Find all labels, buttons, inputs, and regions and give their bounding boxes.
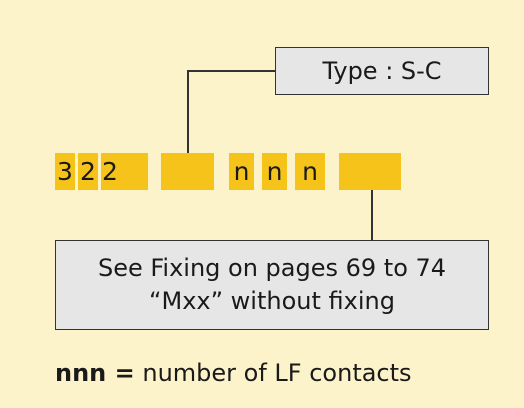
code-segment-digit: 3 [55,153,75,190]
legend: nnn = number of LF contacts [55,358,412,388]
code-segment-n: n [262,153,287,190]
legend-term: nnn = [55,359,135,387]
type-connector-vertical [187,70,189,153]
code-segment-digit: 2 [101,153,148,190]
legend-definition: number of LF contacts [134,359,412,387]
fixing-connector-vertical [371,190,373,240]
code-segment-n: n [295,153,325,190]
fixing-note-line2: “Mxx” without fixing [149,287,395,315]
code-segment-blank [161,153,214,190]
fixing-note-line1: See Fixing on pages 69 to 74 [97,254,447,282]
code-segment-n: n [229,153,254,190]
type-box: Type : S-C [275,47,489,95]
code-segment-digit: 2 [78,153,98,190]
type-label: Type : S-C [322,57,442,85]
type-connector-horizontal [187,70,276,72]
fixing-note-box: See Fixing on pages 69 to 74 “Mxx” witho… [55,240,489,330]
code-segment-blank [339,153,401,190]
